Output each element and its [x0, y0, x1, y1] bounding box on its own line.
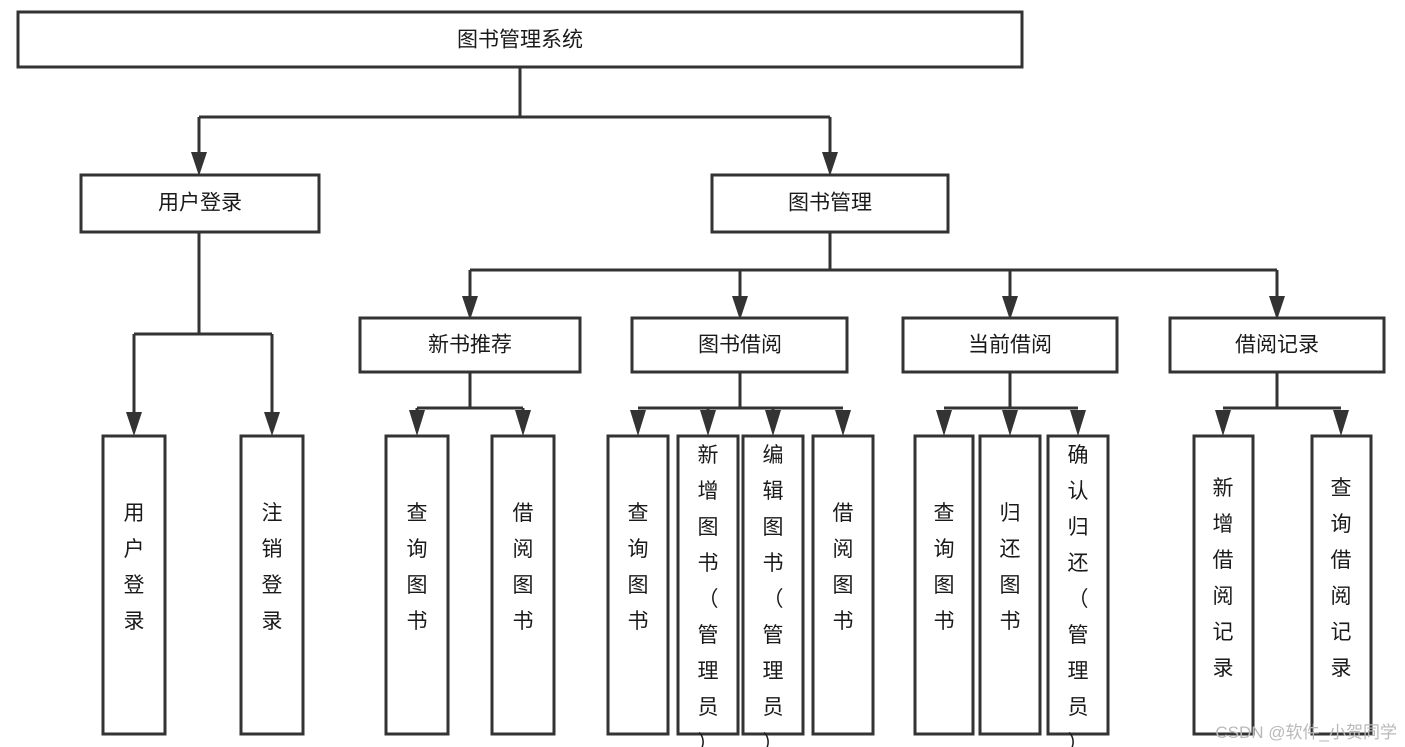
node-leaf-borrow-book-2[interactable]: 借阅图书 [811, 434, 875, 736]
node-leaf-confirm-return-box[interactable] [1046, 434, 1110, 736]
node-leaf-borrow-book-2-label: 借阅图书 [833, 502, 854, 633]
node-root[interactable]: 图书管理系统 [16, 10, 1024, 69]
node-leaf-confirm-return[interactable]: 确认归还（管理员） [1046, 434, 1110, 747]
node-current-borrow[interactable]: 当前借阅 [901, 316, 1119, 374]
node-user-login-box[interactable] [79, 173, 321, 234]
node-book-manage-box[interactable] [710, 173, 950, 234]
node-new-book-recommend-label: 新书推荐 [428, 334, 512, 357]
node-leaf-logout-login[interactable]: 注销登录 [239, 434, 305, 736]
node-leaf-query-book-1-label: 查询图书 [407, 502, 428, 633]
node-leaf-borrow-book-2-box[interactable] [811, 434, 875, 736]
node-leaf-query-book-1[interactable]: 查询图书 [384, 434, 450, 736]
node-leaf-add-book-label: 新增图书（管理员） [698, 444, 719, 747]
node-leaf-user-login-box[interactable] [101, 434, 167, 736]
arrow-head-leaf-return-book [1002, 410, 1018, 436]
node-leaf-query-book-2-box[interactable] [606, 434, 670, 736]
node-leaf-confirm-return-label: 确认归还（管理员） [1068, 444, 1089, 747]
node-leaf-query-record-box[interactable] [1310, 434, 1373, 736]
node-current-borrow-label: 当前借阅 [968, 334, 1052, 357]
node-leaf-user-login-label: 用户登录 [124, 502, 145, 633]
node-leaf-borrow-book-1-label: 借阅图书 [513, 502, 534, 633]
node-leaf-borrow-book-1[interactable]: 借阅图书 [490, 434, 556, 736]
node-new-book-recommend-box[interactable] [358, 316, 582, 374]
node-leaf-user-login[interactable]: 用户登录 [101, 434, 167, 736]
node-leaf-add-book[interactable]: 新增图书（管理员） [676, 434, 740, 747]
arrow-head-user-login [191, 152, 207, 176]
arrow-head-leaf-confirm-return [1070, 410, 1086, 436]
arrow-head-leaf-add-book [700, 410, 716, 436]
node-leaf-edit-book-label: 编辑图书（管理员） [763, 444, 784, 747]
node-leaf-borrow-book-1-box[interactable] [490, 434, 556, 736]
node-leaf-query-book-1-box[interactable] [384, 434, 450, 736]
node-borrow-record-box[interactable] [1168, 316, 1386, 374]
arrow-head-leaf-edit-book [765, 410, 781, 436]
node-book-borrow-label: 图书借阅 [698, 334, 782, 357]
arrow-head-leaf-query-book-1 [409, 410, 425, 436]
node-leaf-add-record-box[interactable] [1192, 434, 1255, 736]
arrow-head-new-book-recommend [462, 296, 478, 320]
node-borrow-record-label: 借阅记录 [1235, 334, 1319, 357]
node-leaf-add-record[interactable]: 新增借阅记录 [1192, 434, 1255, 736]
node-root-box[interactable] [16, 10, 1024, 69]
node-current-borrow-box[interactable] [901, 316, 1119, 374]
arrow-head-current-borrow [1002, 296, 1018, 320]
arrow-head-leaf-borrow-book-2 [835, 410, 851, 436]
arrow-head-book-borrow [732, 296, 748, 320]
connector-layer [126, 67, 1349, 436]
node-leaf-edit-book-box[interactable] [741, 434, 805, 736]
node-leaf-logout-login-box[interactable] [239, 434, 305, 736]
node-leaf-query-book-2[interactable]: 查询图书 [606, 434, 670, 736]
node-leaf-query-book-2-label: 查询图书 [628, 502, 649, 633]
arrow-head-book-manage [822, 152, 838, 176]
node-leaf-query-record[interactable]: 查询借阅记录 [1310, 434, 1373, 736]
node-leaf-return-book-box[interactable] [978, 434, 1042, 736]
node-book-borrow[interactable]: 图书借阅 [630, 316, 849, 374]
node-leaf-return-book-label: 归还图书 [1000, 502, 1021, 633]
arrow-head-leaf-query-book-3 [936, 410, 952, 436]
node-book-manage-label: 图书管理 [788, 192, 872, 215]
node-leaf-logout-login-label: 注销登录 [262, 502, 283, 633]
csdn-watermark: CSDN @软件_小贺同学 [1215, 723, 1397, 742]
node-leaf-add-record-label: 新增借阅记录 [1213, 477, 1234, 680]
node-root-label: 图书管理系统 [457, 29, 583, 52]
node-borrow-record[interactable]: 借阅记录 [1168, 316, 1386, 374]
arrow-head-leaf-borrow-book-1 [515, 410, 531, 436]
arrow-head-leaf-add-record [1215, 410, 1231, 436]
node-user-login-label: 用户登录 [158, 192, 242, 215]
arrow-head-leaf-user-login [126, 412, 142, 436]
arrow-head-leaf-query-record [1333, 410, 1349, 436]
arrow-head-leaf-query-book-2 [630, 410, 646, 436]
node-leaf-add-book-box[interactable] [676, 434, 740, 736]
node-new-book-recommend[interactable]: 新书推荐 [358, 316, 582, 374]
arrow-head-borrow-record [1269, 296, 1285, 320]
node-leaf-return-book[interactable]: 归还图书 [978, 434, 1042, 736]
arrow-head-leaf-logout-login [264, 412, 280, 436]
node-book-borrow-box[interactable] [630, 316, 849, 374]
node-user-login[interactable]: 用户登录 [79, 173, 321, 234]
node-leaf-query-book-3-box[interactable] [913, 434, 975, 736]
node-book-manage[interactable]: 图书管理 [710, 173, 950, 234]
node-leaf-query-book-3[interactable]: 查询图书 [913, 434, 975, 736]
node-leaf-query-book-3-label: 查询图书 [934, 502, 955, 633]
node-leaf-query-record-label: 查询借阅记录 [1331, 477, 1352, 680]
node-leaf-edit-book[interactable]: 编辑图书（管理员） [741, 434, 805, 747]
